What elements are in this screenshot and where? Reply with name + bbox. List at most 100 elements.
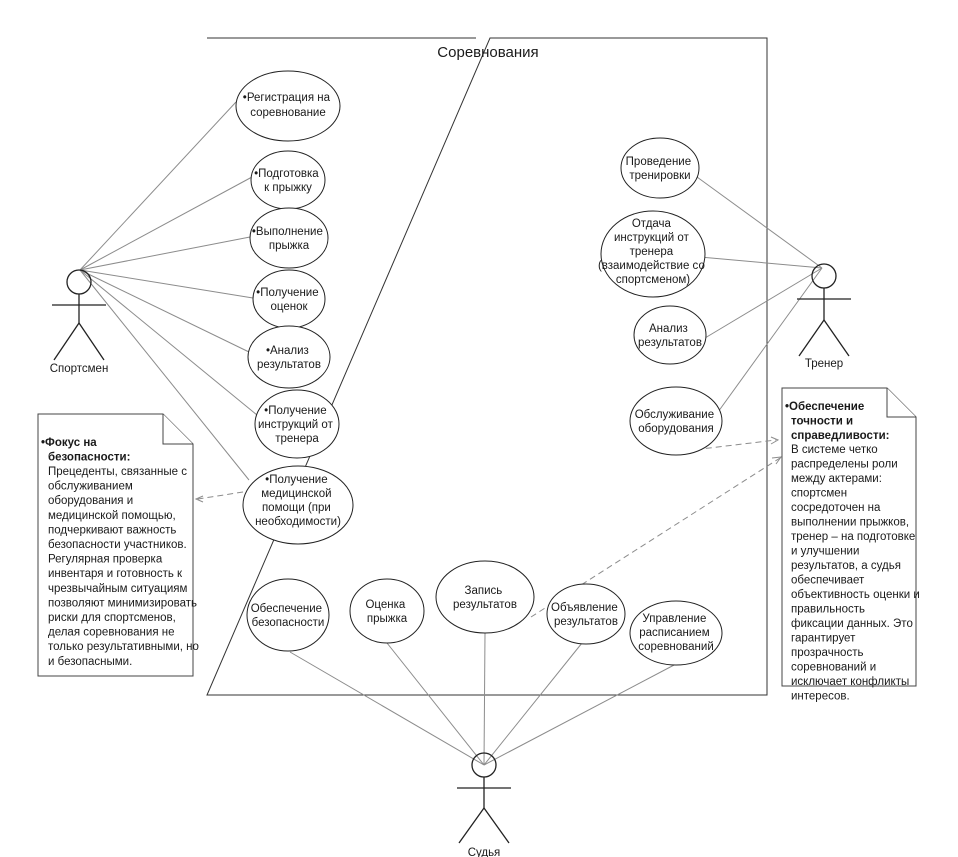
uc-jump-preparation[interactable]: •Подготовка к прыжку bbox=[250, 150, 326, 210]
judge-use-cases: Обеспечение безопасности Оценка прыжка З… bbox=[246, 560, 723, 666]
uc-scores-line: •Получение bbox=[256, 287, 318, 299]
uc-coach-analysis-line: Анализ bbox=[649, 323, 688, 335]
uc-preparation-line: к прыжку bbox=[264, 182, 312, 194]
note-accuracy-body-line: соревнований и bbox=[791, 662, 876, 674]
uc-training-line: Проведение bbox=[626, 156, 691, 168]
uc-medical-line: •Получение bbox=[265, 474, 327, 486]
uc-training-line: тренировки bbox=[629, 170, 690, 182]
note-accuracy-body-line: исключает конфликты bbox=[791, 676, 909, 688]
uc-coach-analysis[interactable]: Анализ результатов bbox=[633, 305, 707, 365]
uc-registration-line: соревнование bbox=[250, 107, 325, 119]
uc-instructions-line: •Получение bbox=[264, 405, 326, 417]
svg-text:Оценка прыжка: Оценка прыжка bbox=[365, 599, 408, 625]
note-safety-body-line: оборудования и bbox=[48, 495, 133, 507]
note-accuracy-body-line: обеспечивает bbox=[791, 575, 865, 587]
svg-text:Объявление результатов: Объявление результатов bbox=[551, 602, 621, 628]
uc-conducting-training[interactable]: Проведение тренировки bbox=[620, 137, 700, 199]
assoc-athlete-instructions bbox=[79, 269, 258, 416]
uc-jump-evaluation[interactable]: Оценка прыжка bbox=[349, 578, 425, 644]
uc-giving-instructions-line: тренера bbox=[630, 246, 674, 258]
uc-schedule-line: расписанием bbox=[639, 627, 710, 639]
note-accuracy-body-line: сосредоточен на bbox=[791, 502, 881, 514]
note-accuracy-body-line: фиксации данных. Это bbox=[791, 618, 913, 630]
uc-schedule-line: Управление bbox=[642, 613, 706, 625]
assoc-judge-evaluation bbox=[386, 642, 485, 766]
arrowhead-icon bbox=[770, 436, 780, 445]
uc-equipment-line: Обслуживание bbox=[635, 409, 714, 421]
uc-giving-instructions-line: спортсменом) bbox=[616, 274, 690, 286]
note-accuracy-body-line: между актерами: bbox=[791, 473, 882, 485]
uc-evaluation-line: Оценка bbox=[365, 599, 405, 611]
uc-scores-line: оценок bbox=[270, 301, 308, 313]
uc-recording-line: результатов bbox=[453, 599, 517, 611]
coach-use-cases: Проведение тренировки Отдача инструкций … bbox=[598, 137, 723, 456]
actor-coach[interactable]: Тренер bbox=[797, 263, 851, 370]
svg-text:В системе четко распреде: В системе четко распределены роли между … bbox=[791, 444, 923, 703]
assoc-judge-safety bbox=[289, 651, 485, 766]
stick-figure-icon bbox=[797, 263, 851, 357]
uc-ensuring-safety[interactable]: Обеспечение безопасности bbox=[246, 578, 330, 652]
uc-athlete-analysis[interactable]: •Анализ результатов bbox=[247, 325, 331, 389]
note-connectors bbox=[194, 436, 783, 618]
uc-announcement-line: Объявление bbox=[551, 602, 618, 614]
note-safety-body-line: чрезвычайным ситуациям bbox=[48, 583, 188, 595]
actor-athlete[interactable]: Спортсмен bbox=[50, 269, 109, 375]
uc-instructions-line: тренера bbox=[275, 433, 319, 445]
note-accuracy-body-line: интересов. bbox=[791, 691, 850, 703]
svg-text:•Подготовка к прыжку: •Подготовка к прыжку bbox=[254, 168, 322, 194]
svg-text:Обеспечение безопаснос: Обеспечение безопасности bbox=[251, 603, 326, 629]
uc-announcing-results[interactable]: Объявление результатов bbox=[546, 583, 626, 645]
note-safety-body-line: инвентаря и готовность к bbox=[48, 568, 183, 580]
note-accuracy-title-line: •Обеспечение bbox=[785, 401, 864, 413]
arrowhead-icon bbox=[771, 456, 783, 465]
uc-announcement-line: результатов bbox=[554, 616, 618, 628]
uc-instructions-line: инструкций от bbox=[258, 419, 334, 431]
svg-text:•Обеспечение точности и: •Обеспечение точности и справедливости: bbox=[785, 401, 889, 442]
uc-medical-line: необходимости) bbox=[255, 516, 341, 528]
note-safety-focus: •Фокус на безопасности: Прецеденты, связ… bbox=[37, 413, 199, 677]
note-safety-body-line: медицинской помощью, bbox=[48, 510, 176, 522]
assoc-judge-recording bbox=[483, 632, 486, 766]
note-safety-body-line: подчеркивают важность bbox=[48, 524, 176, 536]
uc-getting-scores[interactable]: •Получение оценок bbox=[252, 269, 326, 329]
note-safety-body-line: риски для спортсменов, bbox=[48, 612, 176, 624]
note-safety-title-line: •Фокус на bbox=[41, 437, 97, 449]
assoc-coach-analysis bbox=[704, 267, 823, 339]
athlete-use-cases: •Регистрация на соревнование •Подготовка… bbox=[235, 70, 354, 545]
uc-medical-help[interactable]: •Получение медицинской помощи (при необх… bbox=[242, 465, 354, 545]
assoc-coach-equipment bbox=[717, 267, 823, 413]
uc-jump-line: •Выполнение bbox=[252, 226, 323, 238]
uc-giving-instructions[interactable]: Отдача инструкций от тренера (взаимодейс… bbox=[598, 210, 708, 298]
uc-recording-line: Запись bbox=[465, 585, 503, 597]
actor-judge[interactable]: Судья bbox=[457, 752, 511, 857]
svg-text:•Анализ результатов: •Анализ результатов bbox=[257, 345, 321, 371]
note-accuracy-fairness: •Обеспечение точности и справедливости: … bbox=[781, 387, 923, 703]
note-accuracy-title-line: справедливости: bbox=[791, 430, 889, 442]
uc-equipment-line: оборудования bbox=[638, 423, 714, 435]
assoc-judge-announcement bbox=[483, 642, 583, 766]
uc-safety-line: безопасности bbox=[252, 617, 325, 629]
assoc-athlete-jump bbox=[79, 236, 251, 271]
note-safety-body-line: безопасности участников. bbox=[48, 539, 187, 551]
uc-schedule-management[interactable]: Управление расписанием соревнований bbox=[629, 600, 723, 666]
assoc-athlete-medical bbox=[79, 269, 250, 481]
arrowhead-icon bbox=[194, 495, 204, 503]
note-accuracy-title-line: точности и bbox=[791, 416, 853, 428]
svg-text:Запись результатов: Запись результатов bbox=[453, 585, 517, 611]
svg-text:Обслуживание оборудова: Обслуживание оборудования bbox=[635, 409, 718, 435]
uc-registration[interactable]: •Регистрация на соревнование bbox=[235, 70, 341, 142]
uc-coach-analysis-line: результатов bbox=[638, 337, 702, 349]
uc-equipment-maintenance[interactable]: Обслуживание оборудования bbox=[629, 386, 723, 456]
uc-receiving-instructions[interactable]: •Получение инструкций от тренера bbox=[254, 389, 340, 459]
assoc-athlete-preparation bbox=[79, 176, 253, 271]
svg-text:•Получение оценок: •Получение оценок bbox=[256, 287, 322, 313]
note-safety-body-line: позволяют минимизировать bbox=[48, 597, 197, 609]
dash-equipment-to-accuracy-note bbox=[675, 439, 777, 453]
uc-analysis-line: •Анализ bbox=[266, 345, 309, 357]
uc-giving-instructions-line: Отдача bbox=[632, 218, 672, 230]
uc-giving-instructions-line: инструкций от bbox=[614, 232, 690, 244]
note-accuracy-body-line: прозрачность bbox=[791, 647, 863, 659]
uc-jump-execution[interactable]: •Выполнение прыжка bbox=[249, 207, 329, 269]
svg-text:•Получение медицинской: •Получение медицинской помощи (при необх… bbox=[255, 474, 341, 528]
uc-recording-results[interactable]: Запись результатов bbox=[435, 560, 535, 634]
